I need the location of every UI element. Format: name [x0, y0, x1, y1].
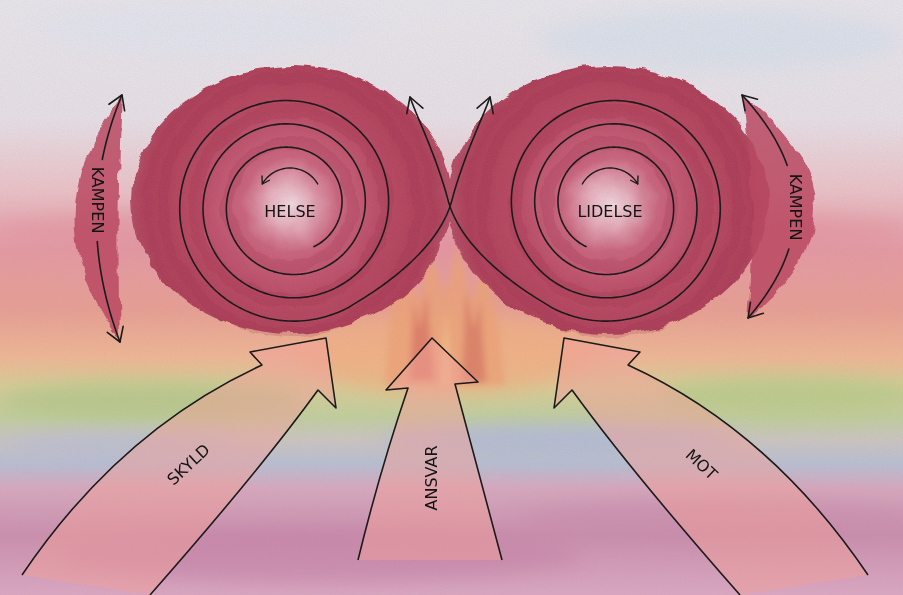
block-arrow: SKYLD [15, 330, 350, 595]
lobe-label: HELSE [264, 203, 315, 221]
arrow-head [262, 176, 269, 184]
curved-line [102, 95, 122, 159]
spiral-line [410, 97, 720, 321]
infinity-lobe: HELSE [135, 65, 450, 337]
curved-line [742, 95, 787, 165]
inner-arrow [582, 168, 637, 184]
block-arrow: ANSVAR [350, 330, 510, 595]
arrow-fill [358, 338, 502, 560]
crescent-band [74, 95, 122, 342]
arrow-head [748, 302, 763, 318]
arrow-head [477, 97, 493, 114]
infinity-lobe: LIDELSE [450, 65, 765, 337]
lobe-label: LIDELSE [577, 203, 642, 221]
spiral-drawing [450, 65, 765, 337]
arrow-label: KAMPEN [786, 174, 804, 241]
arrow-fill [22, 338, 336, 595]
spiral-drawing [135, 65, 450, 337]
arrow-label: ANSVAR [423, 445, 441, 510]
crescent-band [742, 95, 815, 318]
curved-line [748, 249, 789, 318]
struggle-arrow: KAMPEN [715, 80, 850, 335]
arrow-label: KAMPEN [88, 167, 106, 234]
inner-arrow [262, 168, 317, 184]
block-arrow: MOT [545, 330, 880, 595]
arrow-fill [554, 338, 868, 595]
arrow-outline [358, 338, 502, 560]
arrow-head [631, 176, 638, 184]
curved-line [97, 242, 120, 342]
arrow-drawing [715, 80, 850, 335]
arrow-head [407, 97, 423, 114]
arrow-outline [554, 338, 868, 595]
spiral-line [180, 97, 490, 321]
arrow-head [107, 326, 123, 342]
arrow-head [742, 95, 757, 111]
arrow-outline [22, 338, 336, 595]
arrow-head [109, 95, 125, 111]
struggle-arrow: KAMPEN [30, 80, 150, 355]
